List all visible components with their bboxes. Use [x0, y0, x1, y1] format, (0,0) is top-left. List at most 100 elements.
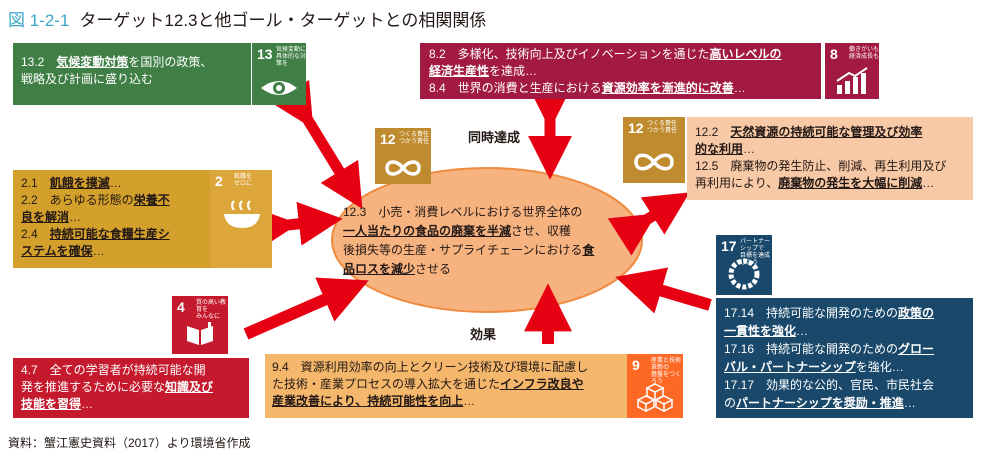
text-segment: …: [922, 176, 935, 190]
text-segment: …: [81, 397, 94, 411]
text-line: た技術・産業プロセスの導入拡大を通じたインフラ改良や: [272, 376, 620, 393]
emphasis-text: 資源効率を漸進的に改善: [601, 81, 734, 95]
text-line: バル・パートナーシップを強化…: [724, 358, 965, 376]
infinity-icon: [634, 153, 674, 171]
goal17-icon: 17 パートナーシップで 目標を達成しよう: [716, 235, 772, 295]
text-line: 2.4 持続可能な食糧生産シ: [21, 226, 202, 243]
goal9-box: 9.4 資源利用効率の向上とクリーン技術及び環境に配慮した技術・産業プロセスの導…: [265, 354, 627, 418]
goal4-icon: 4 質の高い教育を みんなに: [172, 296, 228, 354]
text-segment: …: [109, 176, 122, 190]
text-line: 8.4 世界の消費と生産における資源効率を漸進的に改善…: [429, 80, 812, 97]
text-segment: 12.3 小売・消費レベルにおける世界全体の: [343, 205, 583, 219]
growth-chart-icon: [836, 67, 868, 94]
text-line: 8.2 多様化、技術向上及びイノベーションを通じた高いレベルの: [429, 46, 812, 63]
goal9-number: 9: [632, 357, 640, 373]
text-line: 17.16 持続可能な開発のためのグロー: [724, 340, 965, 358]
text-segment: 12.2: [695, 125, 731, 139]
text-line: 12.3 小売・消費レベルにおける世界全体の: [343, 203, 629, 222]
label-simultaneous: 同時達成: [468, 130, 521, 145]
text-segment: 8.2 多様化、技術向上及びイノベーションを通じた: [429, 47, 710, 61]
emphasis-text: 品ロスを減少: [343, 262, 416, 276]
arrow-goal13: [271, 79, 363, 209]
infinity-icon: [385, 160, 421, 176]
eye-earth-icon: [261, 81, 297, 95]
text-segment: を強化…: [855, 360, 904, 374]
arrow-goal4: [243, 277, 369, 340]
text-segment: 17.16 持続可能な開発のための: [724, 342, 899, 356]
text-segment: …: [743, 142, 756, 156]
wheel-icon: [728, 258, 760, 290]
text-line: 発を推進するために必要な知識及び: [21, 379, 241, 396]
goal8-box: 8.2 多様化、技術向上及びイノベーションを通じた高いレベルの経済生産性を達成……: [420, 43, 821, 99]
goal9-caption: 産業と技術革新の 基盤をつくろう: [651, 358, 682, 385]
text-segment: 再利用により、: [695, 176, 779, 190]
goal12-box: 12.2 天然資源の持続可能な管理及び効率的な利用…12.5 廃棄物の発生防止、…: [687, 117, 973, 200]
text-line: 後損失等の生産・サプライチェーンにおける食: [343, 241, 629, 260]
label-effect: 効果: [470, 327, 497, 342]
emphasis-text: バル・パートナーシップ: [724, 360, 856, 374]
text-segment: 2.1: [21, 176, 50, 190]
arrow-goal2: [252, 201, 343, 251]
emphasis-text: 政策の: [898, 306, 935, 320]
goal8-icon: 8 働きがいも 経済成長も: [825, 43, 879, 99]
text-line: 品ロスを減少させる: [343, 260, 629, 279]
emphasis-text: 飢餓を撲滅: [49, 176, 110, 190]
text-segment: 9.4 資源利用効率の向上とクリーン技術及び環境に配慮し: [272, 360, 589, 374]
figure-number: 図 1-2-1: [8, 11, 70, 30]
goal13-box: 13.2 気候変動対策を国別の政策、戦略及び計画に盛り込む: [13, 43, 251, 105]
text-segment: の: [724, 396, 737, 410]
text-segment: 13.2: [21, 55, 57, 69]
emphasis-text: 廃棄物の発生を大幅に削減: [778, 176, 923, 190]
emphasis-text: 天然資源の持続可能な管理及び効率: [730, 125, 923, 139]
goal8-caption: 働きがいも 経済成長も: [849, 47, 880, 60]
emphasis-text: 経済生産性: [429, 64, 490, 78]
emphasis-text: 技能を習得: [21, 397, 82, 411]
source-note: 資料：蟹江憲史資料（2017）より環境省作成: [8, 436, 251, 450]
text-segment: 2.2 あらゆる形態の: [21, 193, 134, 207]
emphasis-text: パートナーシップを奨励・推進: [736, 396, 904, 410]
text-line: 17.17 効果的な公的、官民、市民社会: [724, 376, 965, 394]
goal9-icon: 9 産業と技術革新の 基盤をつくろう: [627, 354, 683, 418]
text-segment: …: [903, 396, 916, 410]
text-segment: 後損失等の生産・サプライチェーンにおける: [343, 243, 583, 257]
emphasis-text: 食: [582, 243, 595, 257]
text-segment: させる: [415, 262, 452, 276]
text-segment: …: [69, 210, 82, 224]
cubes-icon: [637, 383, 673, 412]
goal13-number: 13: [257, 46, 273, 62]
goal4-number: 4: [177, 299, 185, 315]
goal4-caption: 質の高い教育を みんなに: [196, 300, 227, 320]
emphasis-text: 栄養不: [133, 193, 170, 207]
emphasis-text: 一人当たりの食品の廃棄を半減: [343, 224, 512, 238]
goal12-number: 12: [380, 131, 396, 147]
goal2-icon: 2 飢餓を ゼロに: [210, 170, 272, 268]
arrow-goal17: [615, 267, 712, 314]
goal8-number: 8: [830, 46, 838, 62]
text-segment: …: [463, 394, 476, 408]
text-line: 再利用により、廃棄物の発生を大幅に削減…: [695, 175, 965, 192]
text-line: 良を解消…: [21, 209, 202, 226]
bowl-icon: [224, 200, 260, 228]
goal12-icon-right: 12 つくる責任 つかう責任: [623, 117, 685, 183]
text-segment: 戦略及び計画に盛り込む: [21, 72, 154, 86]
emphasis-text: 持続可能な食糧生産シ: [49, 227, 170, 241]
goal12-icon-center: 12 つくる責任 つかう責任: [375, 128, 431, 184]
text-segment: を達成…: [489, 64, 538, 78]
arrow-goal12: [607, 192, 690, 256]
text-line: 13.2 気候変動対策を国別の政策、: [21, 54, 243, 71]
goal17-box: 17.14 持続可能な開発のための政策の一貫性を強化…17.16 持続可能な開発…: [716, 298, 973, 418]
goal17-number: 17: [721, 238, 737, 254]
text-line: 9.4 資源利用効率の向上とクリーン技術及び環境に配慮し: [272, 359, 620, 376]
text-line: 技能を習得…: [21, 396, 241, 413]
goal12-number: 12: [628, 120, 644, 136]
target-12-3-text: 12.3 小売・消費レベルにおける世界全体の一人当たりの食品の廃棄を半減させ、収…: [343, 203, 629, 279]
emphasis-text: 産業改善により、持続可能性を向上: [272, 394, 464, 408]
text-segment: 2.4: [21, 227, 50, 241]
text-line: 17.14 持続可能な開発のための政策の: [724, 304, 965, 322]
text-segment: 8.4 世界の消費と生産における: [429, 81, 602, 95]
goal2-box: 2.1 飢餓を撲滅…2.2 あらゆる形態の栄養不良を解消…2.4 持続可能な食糧…: [13, 170, 210, 268]
text-segment: 17.14 持続可能な開発のための: [724, 306, 899, 320]
text-line: 12.2 天然資源の持続可能な管理及び効率: [695, 124, 965, 141]
